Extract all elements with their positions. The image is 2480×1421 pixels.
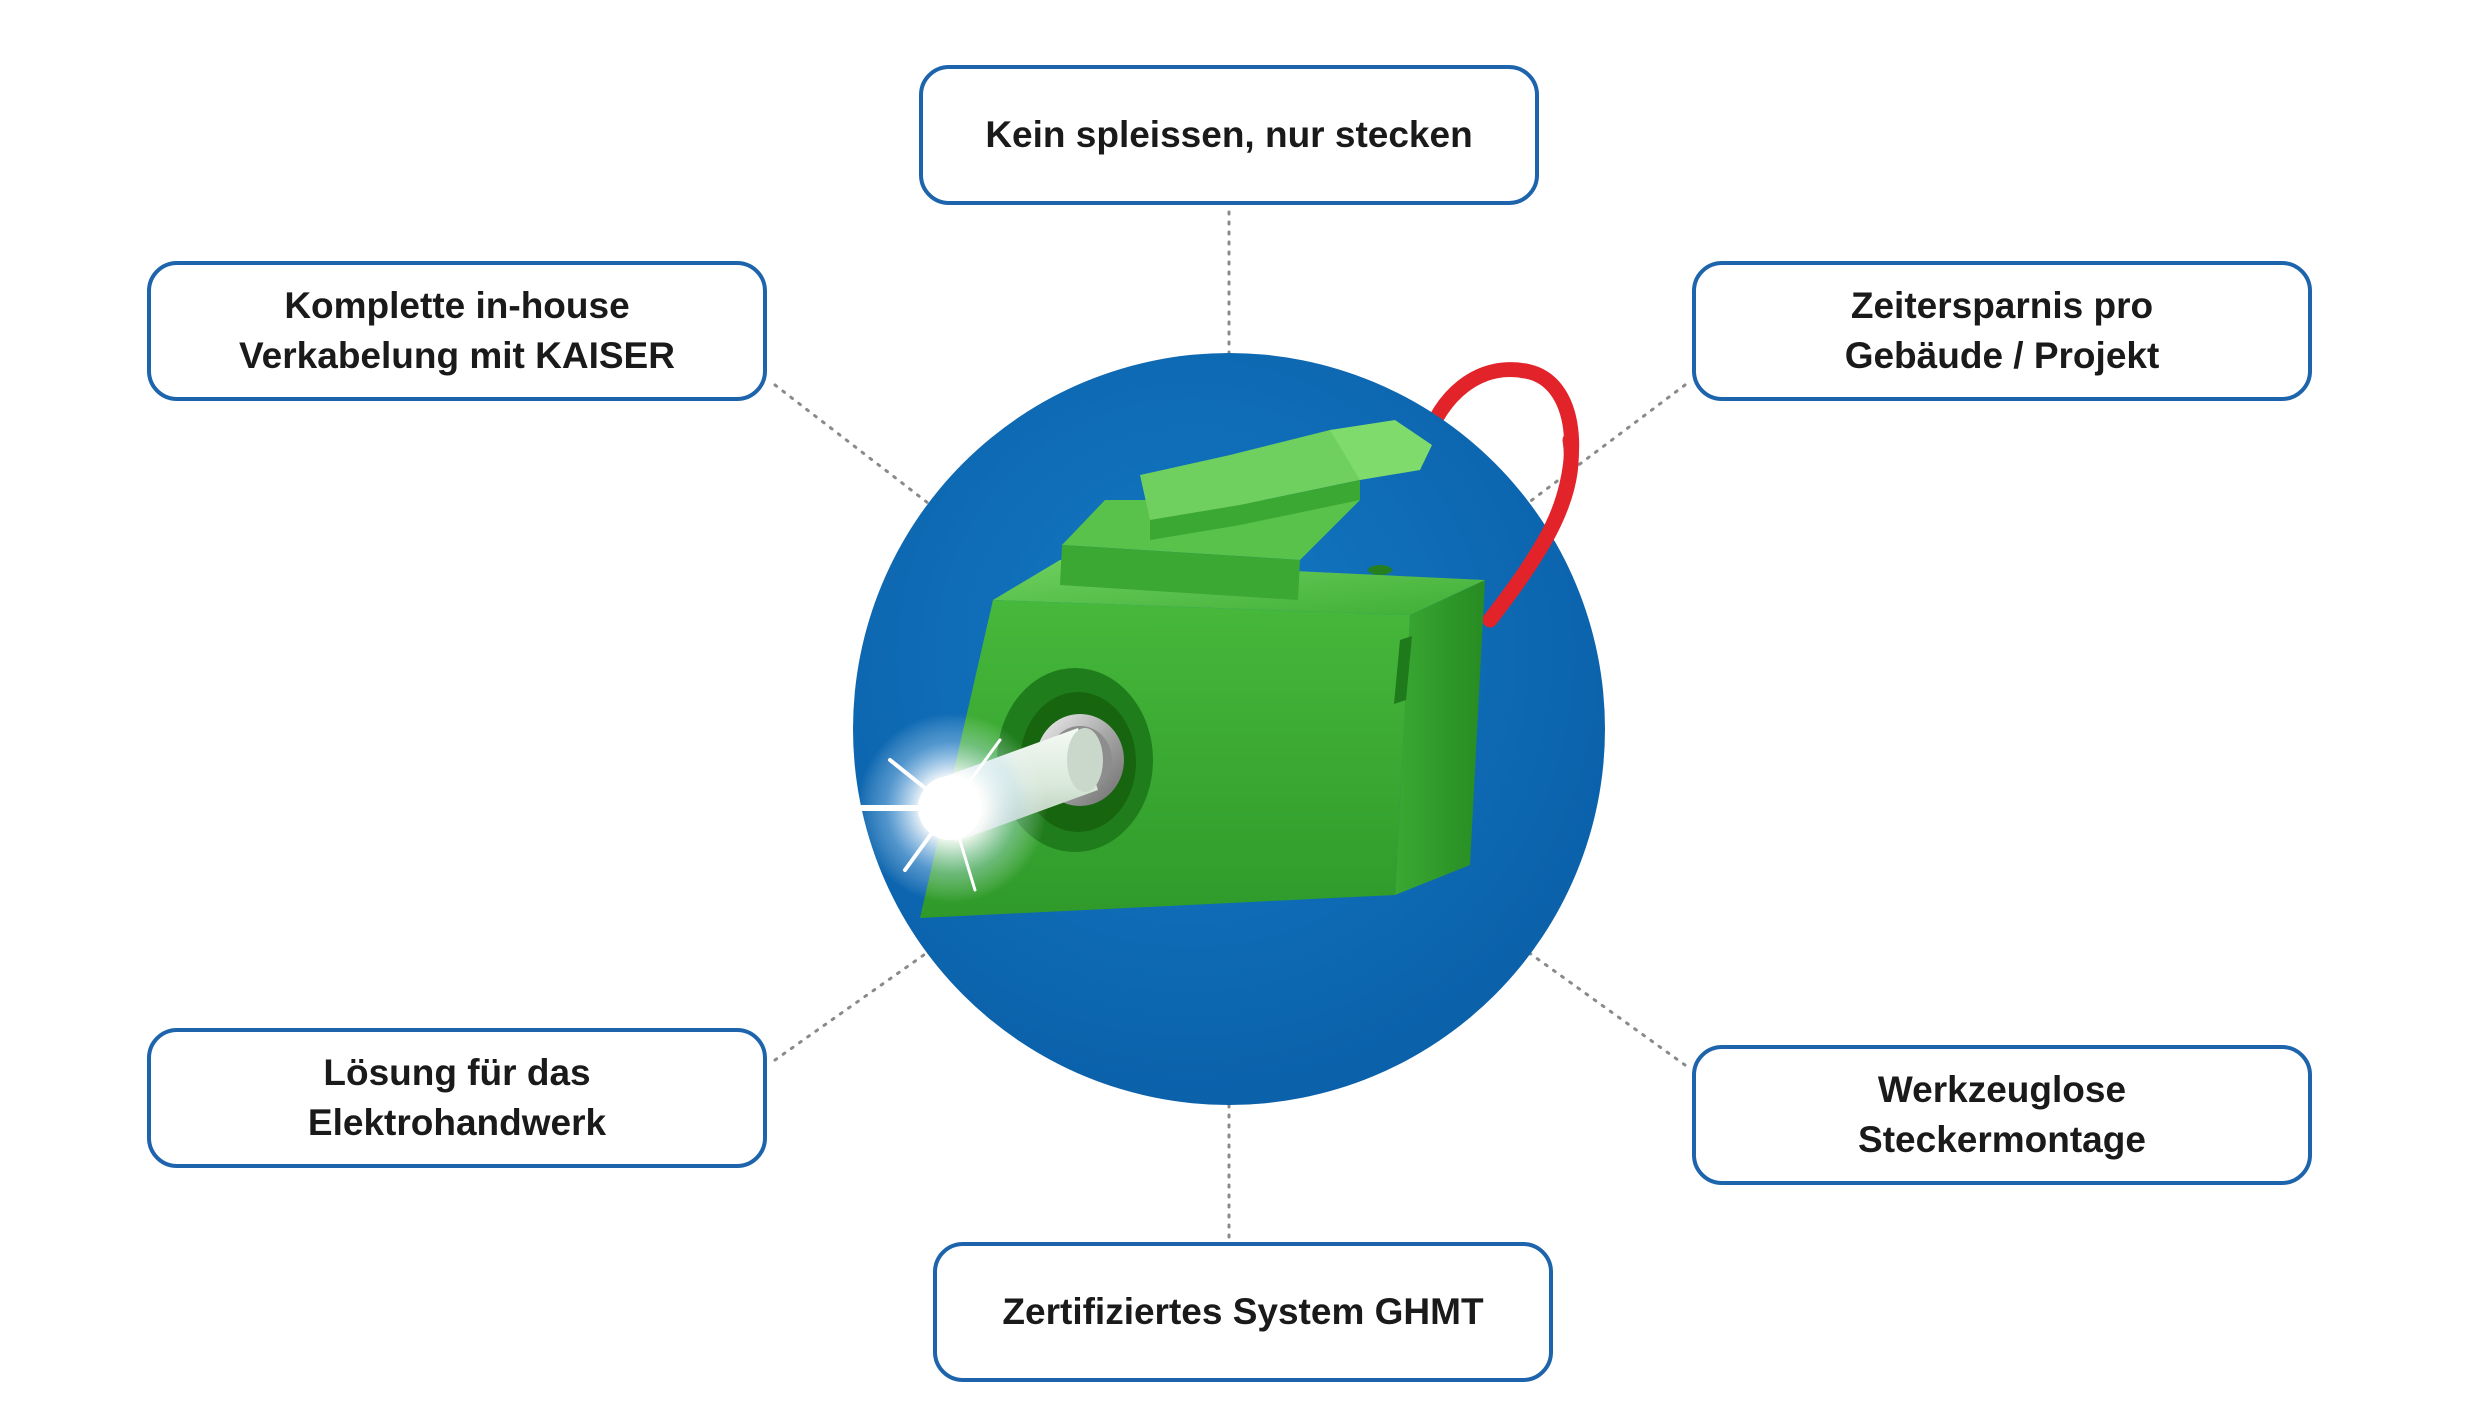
line-top-left [773,383,930,505]
feature-label: Kein spleissen, nur stecken [985,114,1473,155]
feature-label: Zeitersparnis pro Gebäude / Projekt [1844,285,2160,376]
fiber-optic-connector-icon [857,420,1485,918]
feature-box-top-right: Zeitersparnis pro Gebäude / Projekt [1692,261,2312,401]
line-top-right [1526,383,1687,505]
line-bottom-left [773,950,930,1062]
feature-box-bottom-right: Werkzeuglose Steckermontage [1692,1045,2312,1185]
feature-box-top-center: Kein spleissen, nur stecken [919,65,1539,205]
feature-box-top-left: Komplette in-house Verkabelung mit KAISE… [147,261,767,401]
line-bottom-right [1526,950,1687,1067]
connector-lines [773,210,1687,1242]
feature-label: Lösung für das Elektrohandwerk [307,1052,607,1143]
feature-box-bottom-center: Zertifiziertes System GHMT [933,1242,1553,1382]
feature-label: Zertifiziertes System GHMT [1002,1291,1484,1332]
feature-box-bottom-left: Lösung für das Elektrohandwerk [147,1028,767,1168]
feature-label: Werkzeuglose Steckermontage [1858,1069,2146,1160]
feature-label: Komplette in-house Verkabelung mit KAISE… [239,285,675,376]
